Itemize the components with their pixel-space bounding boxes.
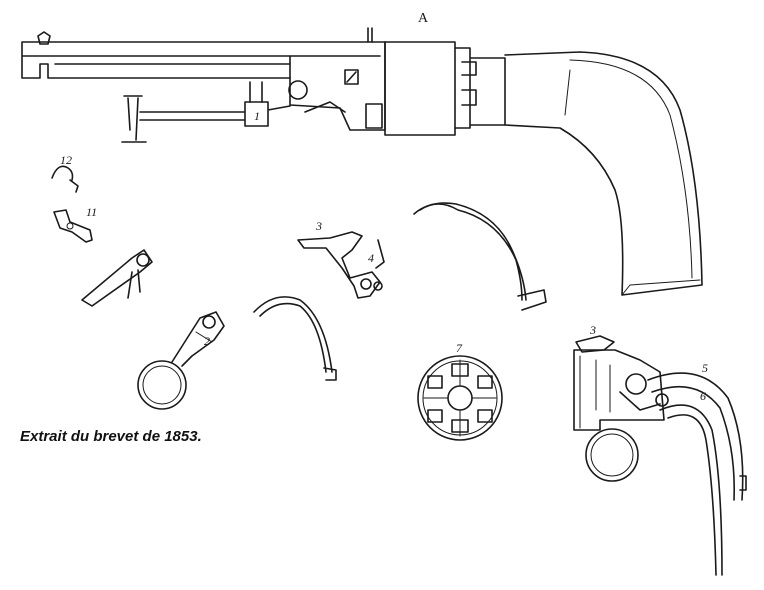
- hand-part: [81, 249, 153, 307]
- lever-spring-part: [413, 202, 547, 311]
- label-part-11: 11: [86, 205, 97, 219]
- lock-grip-strap: [647, 372, 744, 501]
- label-part-4: 4: [368, 251, 374, 265]
- label-part-3-lock: 3: [589, 323, 596, 337]
- pawl-part-11: 11: [53, 205, 97, 243]
- cylinder: [384, 41, 456, 136]
- label-part-12: 12: [60, 153, 72, 167]
- cylinder-rear: [454, 47, 506, 129]
- mainspring-part: [253, 296, 337, 381]
- revolver-side-view: A 1: [21, 11, 703, 296]
- cylinder-face-part-7: 7: [417, 341, 503, 441]
- frame-block: [365, 103, 383, 129]
- label-part-7: 7: [456, 341, 463, 355]
- hammer-part-3: 3 4: [297, 219, 385, 299]
- grip-outline: [504, 51, 703, 296]
- lock-trigger-guard: [585, 428, 639, 482]
- frame-screw: [344, 69, 359, 85]
- barrel: [21, 41, 386, 79]
- label-part-1: 1: [254, 109, 260, 123]
- spring-part-12: 12: [51, 153, 79, 193]
- lock-backstrap: [659, 404, 723, 576]
- drawing-caption: Extrait du brevet de 1853.: [20, 428, 202, 445]
- grip-inner: [564, 59, 701, 296]
- label-part-3: 3: [315, 219, 322, 233]
- label-part-5: 5: [702, 361, 708, 375]
- frame-pin: [288, 80, 308, 100]
- marker-a: A: [418, 11, 429, 26]
- label-part-2: 2: [204, 334, 210, 348]
- lock-hammer: [575, 335, 615, 353]
- lock-mechanism-view: 3 5 6: [573, 323, 747, 576]
- label-part-6: 6: [700, 389, 706, 403]
- loading-lever: [121, 95, 291, 143]
- rear-sight-post: [367, 27, 373, 43]
- trigger-guard-part: 2: [137, 311, 225, 410]
- lever-link: [249, 81, 346, 113]
- lock-frame: [573, 349, 665, 431]
- front-sight: [37, 31, 51, 45]
